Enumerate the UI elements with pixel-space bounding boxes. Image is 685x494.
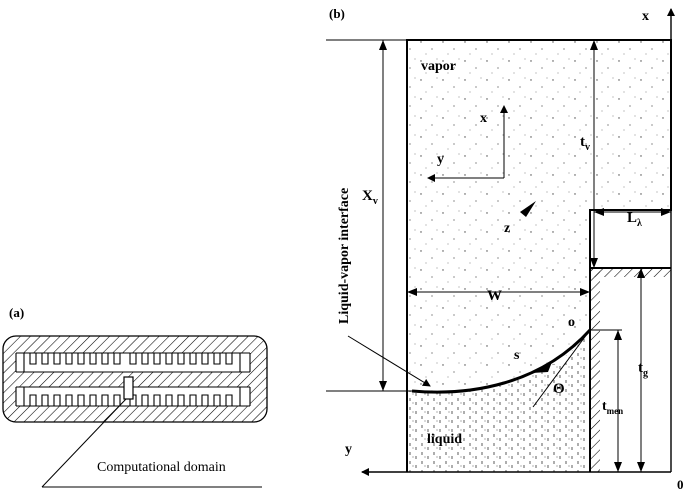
interface-leader — [347, 335, 431, 387]
theta-label: Θ — [553, 381, 565, 397]
wall-hatch-top — [590, 268, 671, 277]
tangent-line — [532, 329, 591, 408]
x-axis-label: x — [642, 9, 649, 24]
wall-hatch-vertical — [590, 268, 600, 472]
interface-label: Liquid-vapor interface — [337, 188, 352, 324]
domain-marker — [123, 376, 134, 400]
inner-z-arrow — [520, 201, 536, 217]
liquid-label: liquid — [427, 432, 462, 447]
s-label: s — [514, 348, 520, 363]
panel-b: (b) x y 0 vapor liquid x y z — [326, 6, 684, 492]
w-label: W — [487, 288, 502, 304]
panel-a: (a) Computational domain — [2, 305, 268, 488]
tv-label: tv — [580, 134, 590, 153]
s-arrow — [532, 362, 552, 373]
l-label: Lλ — [627, 210, 642, 229]
upper-fins — [15, 352, 251, 373]
meniscus-curve — [411, 328, 592, 394]
vapor-label: vapor — [421, 59, 456, 74]
inner-x-label: x — [480, 111, 487, 126]
panel-b-label: (b) — [329, 6, 345, 21]
liquid-region — [407, 330, 590, 472]
vapor-region — [407, 40, 671, 392]
panel-a-label: (a) — [9, 305, 24, 320]
grooved-tube-cross-section — [2, 335, 268, 423]
tg-label: tg — [638, 360, 648, 379]
y-axis-label: y — [345, 442, 352, 457]
domain-leader-line — [41, 398, 127, 488]
origin-label: 0 — [677, 477, 684, 492]
inner-y-label: y — [437, 152, 444, 167]
caption-computational-domain: Computational domain — [97, 460, 226, 475]
inner-z-label: z — [504, 221, 510, 236]
point-o-label: o — [568, 315, 575, 330]
xv-label: Xv — [362, 188, 378, 207]
tmen-label: tmen — [602, 399, 623, 416]
